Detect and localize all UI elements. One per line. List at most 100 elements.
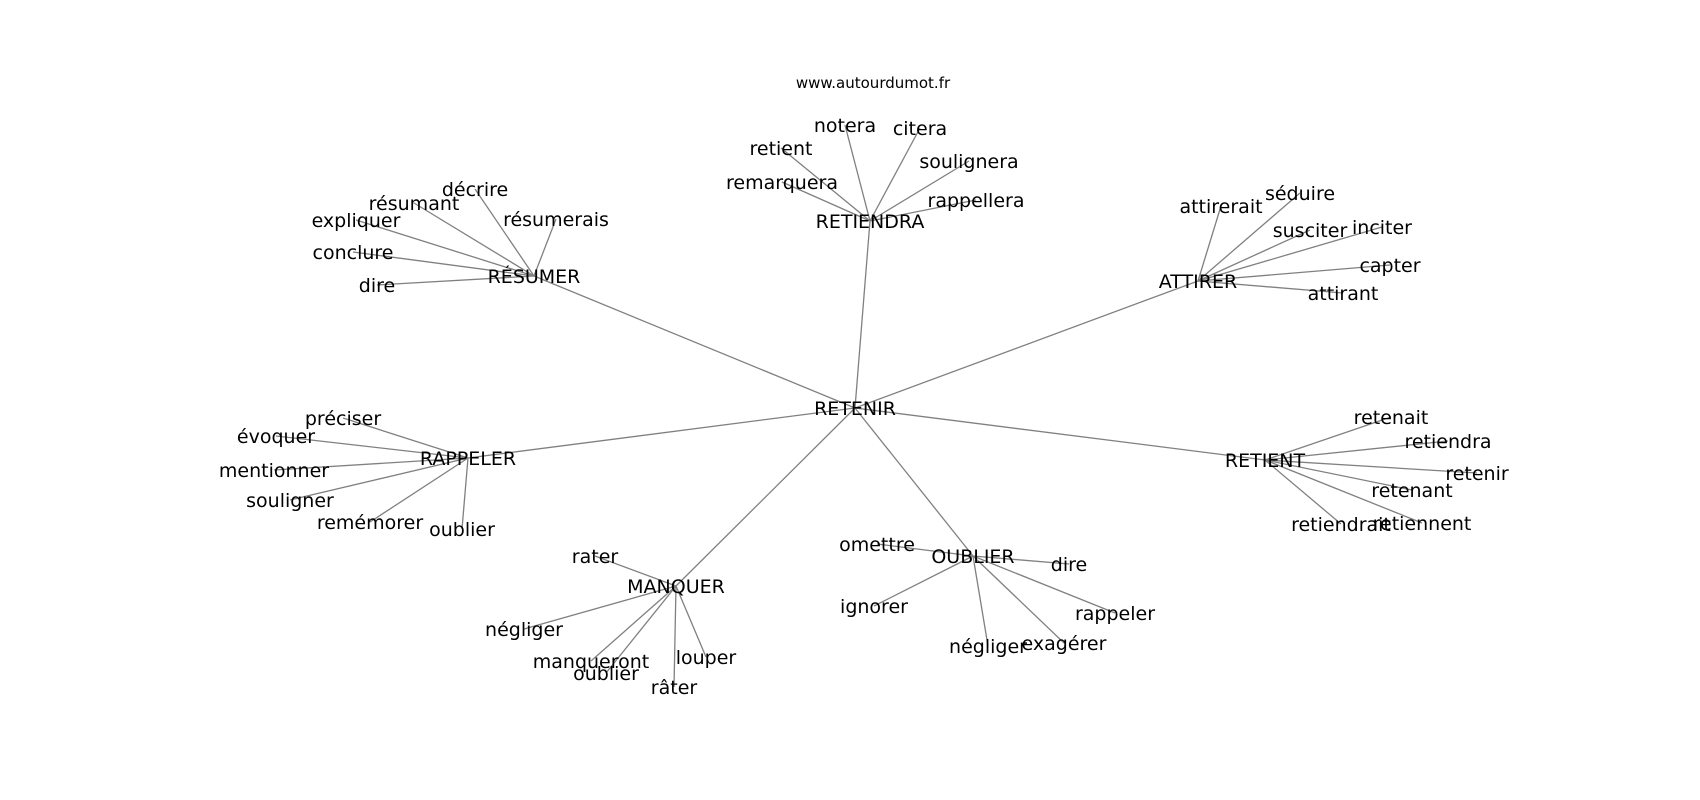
- leaf-node-label: mentionner: [219, 460, 329, 482]
- leaf-node-label: rappeler: [1075, 603, 1155, 625]
- edge-hub-to-leaf: [273, 457, 469, 471]
- edge-hub-to-leaf: [972, 555, 1065, 644]
- edge-hub-to-leaf: [594, 555, 677, 587]
- leaf-node-label: conclure: [313, 242, 394, 264]
- leaf-node-label: dire: [1051, 554, 1087, 576]
- edge-center-to-hub: [854, 407, 974, 557]
- leaf-node-label: attirerait: [1179, 196, 1262, 218]
- leaf-node-label: remarquera: [726, 172, 838, 194]
- edge-hub-to-leaf: [355, 219, 535, 277]
- hub-node-label: RETIENT: [1225, 450, 1306, 472]
- edge-center-to-hub: [854, 407, 1266, 461]
- leaf-node-label: résumerais: [503, 209, 609, 231]
- edge-hub-to-leaf: [1264, 459, 1478, 474]
- edge-hub-to-leaf: [844, 124, 871, 222]
- edge-hub-to-leaf: [352, 251, 535, 277]
- edge-hub-to-leaf: [1264, 459, 1413, 491]
- edge-hub-to-leaf: [673, 585, 677, 688]
- edge-hub-to-leaf: [1264, 440, 1449, 461]
- leaf-node-label: louper: [676, 647, 737, 669]
- edge-center-to-hub: [854, 280, 1199, 409]
- edge-hub-to-leaf: [972, 555, 1116, 614]
- leaf-node-label: négliger: [485, 619, 563, 641]
- edge-hub-to-leaf: [869, 199, 977, 222]
- leaf-node-label: oublier: [429, 519, 495, 541]
- edge-hub-to-leaf: [523, 585, 677, 630]
- leaf-node-label: attirant: [1308, 283, 1379, 305]
- edge-hub-to-leaf: [1197, 280, 1344, 294]
- leaf-node-label: soulignera: [919, 151, 1018, 173]
- leaf-node-label: remémorer: [317, 512, 423, 534]
- source-watermark: www.autourdumot.fr: [796, 74, 951, 92]
- edge-hub-to-leaf: [869, 160, 970, 222]
- edge-center-to-hub: [467, 407, 856, 459]
- edge-hub-to-leaf: [590, 585, 677, 662]
- leaf-node-label: manqueront: [533, 651, 650, 673]
- edge-hub-to-leaf: [1264, 459, 1342, 525]
- edge-center-to-hub: [533, 275, 856, 409]
- leaf-node-label: capter: [1359, 255, 1420, 277]
- leaf-node-label: rappellera: [928, 190, 1025, 212]
- leaf-node-label: évoquer: [237, 426, 315, 448]
- edge-hub-to-leaf: [289, 457, 469, 501]
- leaf-node-label: ignorer: [840, 596, 908, 618]
- leaf-node-label: retenir: [1445, 463, 1509, 485]
- edge-hub-to-leaf: [275, 435, 469, 459]
- leaf-node-label: oublier: [573, 663, 639, 685]
- edge-hub-to-leaf: [675, 585, 707, 658]
- leaf-node-label: inciter: [1352, 217, 1412, 239]
- leaf-node-label: susciter: [1273, 220, 1348, 242]
- edge-hub-to-leaf: [1197, 226, 1383, 282]
- leaf-node-label: exagérer: [1022, 633, 1107, 655]
- edge-hub-to-leaf: [605, 585, 677, 674]
- leaf-node-label: retenait: [1354, 407, 1429, 429]
- edge-hub-to-leaf: [461, 457, 469, 530]
- leaf-node-label: retenant: [1371, 480, 1452, 502]
- leaf-node-label: négliger: [949, 636, 1027, 658]
- edge-hub-to-leaf: [1197, 264, 1391, 282]
- leaf-node-label: retient: [750, 138, 813, 160]
- leaf-node-label: omettre: [839, 534, 915, 556]
- edges: [273, 124, 1478, 688]
- edge-hub-to-leaf: [781, 181, 871, 222]
- leaf-node-label: retiennent: [1373, 513, 1472, 535]
- edge-hub-to-leaf: [1197, 205, 1222, 282]
- edge-hub-to-leaf: [876, 543, 974, 557]
- leaf-node-label: souligner: [246, 490, 334, 512]
- hub-node-label: MANQUER: [627, 576, 725, 598]
- leaf-node-label: séduire: [1265, 183, 1335, 205]
- hub-node-label: RÉSUMER: [488, 265, 581, 288]
- edge-hub-to-leaf: [873, 555, 974, 607]
- edge-hub-to-leaf: [780, 147, 871, 222]
- hub-node-label: RETIENDRA: [816, 211, 925, 233]
- edge-hub-to-leaf: [972, 555, 989, 647]
- hub-node-label: ATTIRER: [1159, 271, 1237, 293]
- edge-hub-to-leaf: [972, 555, 1070, 565]
- edge-hub-to-leaf: [1197, 229, 1311, 282]
- edge-hub-to-leaf: [1264, 459, 1423, 524]
- edge-hub-to-leaf: [369, 457, 469, 523]
- edge-hub-to-leaf: [1197, 192, 1301, 282]
- hub-node-label: RAPPELER: [420, 448, 516, 470]
- leaf-node-label: expliquer: [312, 210, 401, 232]
- edge-hub-to-leaf: [342, 417, 469, 459]
- edge-hub-to-leaf: [376, 275, 535, 286]
- leaf-node-label: préciser: [305, 408, 381, 430]
- edge-center-to-hub: [854, 220, 871, 409]
- leaf-node-label: dire: [359, 275, 395, 297]
- leaf-node-label: résumant: [369, 193, 460, 215]
- leaf-node-label: retiendra: [1404, 431, 1491, 453]
- edge-hub-to-leaf: [474, 188, 535, 277]
- edge-hub-to-leaf: [413, 202, 535, 277]
- edge-hub-to-leaf: [869, 127, 921, 222]
- edge-hub-to-leaf: [533, 218, 557, 277]
- leaf-node-label: décrire: [442, 179, 508, 201]
- edge-hub-to-leaf: [1264, 416, 1392, 461]
- center-node-label: RETENIR: [814, 398, 896, 420]
- leaf-node-label: râter: [651, 677, 698, 699]
- leaf-node-label: notera: [814, 115, 876, 137]
- hub-node-label: OUBLIER: [931, 546, 1014, 568]
- leaf-node-label: rater: [572, 546, 619, 568]
- edge-center-to-hub: [675, 407, 856, 587]
